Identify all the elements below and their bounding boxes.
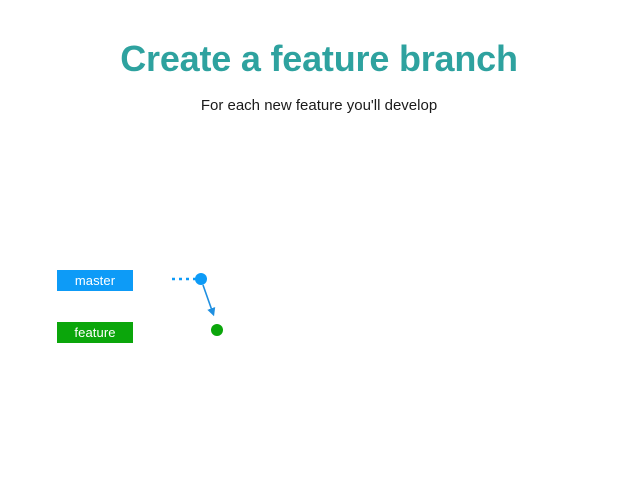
branch-arrow-master-to-feature bbox=[202, 284, 216, 317]
branch-label-master[interactable]: master bbox=[57, 270, 133, 291]
branch-label-feature[interactable]: feature bbox=[57, 322, 133, 343]
commit-node-master[interactable] bbox=[195, 273, 207, 285]
page-subtitle: For each new feature you'll develop bbox=[200, 97, 438, 114]
commit-node-feature[interactable] bbox=[211, 324, 223, 336]
page-title: Create a feature branch bbox=[120, 38, 518, 79]
